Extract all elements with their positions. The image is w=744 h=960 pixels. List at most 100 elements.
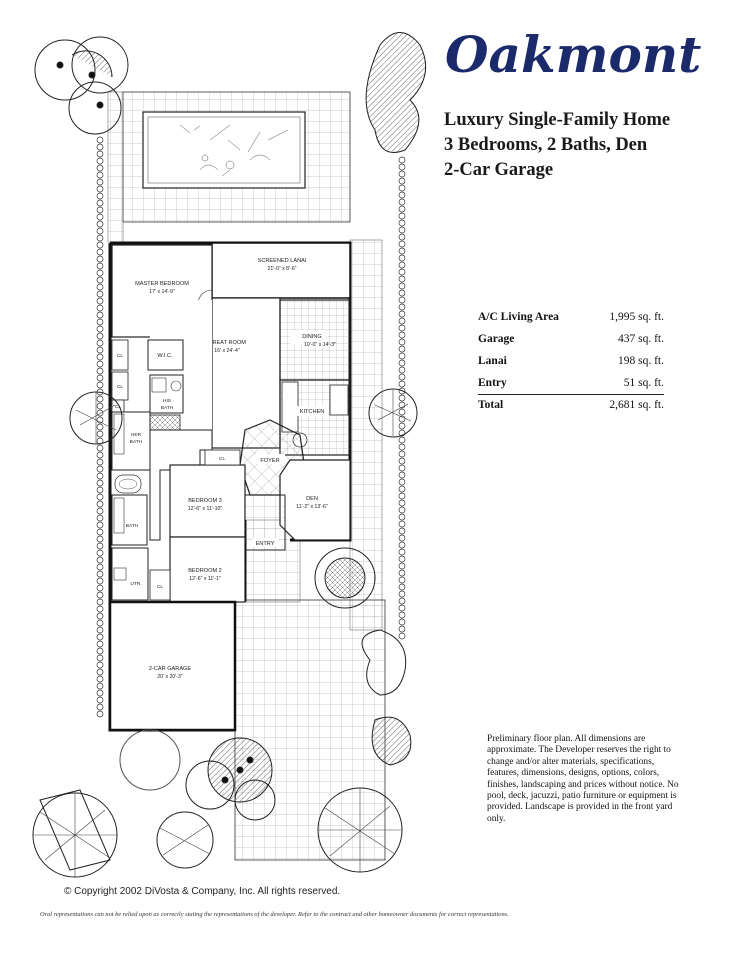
hedge-dot bbox=[398, 394, 406, 402]
hedge-dot bbox=[96, 703, 104, 711]
copyright: © Copyright 2002 DiVosta & Company, Inc.… bbox=[64, 886, 341, 897]
hedge-dot bbox=[398, 604, 406, 612]
hedge-dot bbox=[96, 227, 104, 235]
hedge-dot bbox=[96, 675, 104, 683]
hedge-dot bbox=[96, 710, 104, 718]
area-label: Lanai bbox=[478, 355, 507, 367]
hedge-dot bbox=[96, 556, 104, 564]
hedge-dot bbox=[96, 577, 104, 585]
hedge-dot bbox=[398, 576, 406, 584]
area-value: 51 sq. ft. bbox=[623, 377, 664, 389]
hedge-dot bbox=[96, 605, 104, 613]
hedge-dot bbox=[96, 164, 104, 172]
screened-lanai bbox=[211, 242, 351, 299]
hedge-dot bbox=[398, 471, 406, 479]
hedge-dot bbox=[96, 444, 104, 452]
hedge-dot bbox=[398, 191, 406, 199]
hedge-dot bbox=[96, 248, 104, 256]
hedge-dot bbox=[398, 317, 406, 325]
subtitle-line-2: 3 Bedrooms, 2 Baths, Den bbox=[444, 135, 648, 155]
hedge-dot bbox=[96, 171, 104, 179]
hedge-dot bbox=[398, 338, 406, 346]
hedge-dot bbox=[398, 240, 406, 248]
closet-label-5: CL bbox=[157, 584, 163, 590]
hedge-dot bbox=[398, 478, 406, 486]
hedge-dot bbox=[398, 310, 406, 318]
hedge-dot bbox=[398, 296, 406, 304]
hedge-dot bbox=[398, 583, 406, 591]
his-bath-label: HIS bbox=[163, 398, 171, 404]
hedge-dot bbox=[96, 339, 104, 347]
hedge-dot bbox=[96, 619, 104, 627]
hedge-dot bbox=[398, 590, 406, 598]
hedge-dot bbox=[398, 555, 406, 563]
hedge-dot bbox=[96, 591, 104, 599]
foyer-label: FOYER bbox=[260, 458, 279, 464]
garage-dim: 20' x 20'-3" bbox=[157, 674, 183, 680]
hedge-dot bbox=[96, 458, 104, 466]
hedge-dot bbox=[96, 283, 104, 291]
wic-label: W.I.C. bbox=[157, 353, 173, 359]
hedge-dot bbox=[96, 255, 104, 263]
hedge-dot bbox=[398, 212, 406, 220]
kitchen-label: KITCHEN bbox=[300, 409, 325, 415]
lanai-dim: 21'-0" x 8'-6" bbox=[267, 266, 296, 272]
hedge-dot bbox=[96, 297, 104, 305]
hedge-dot bbox=[96, 381, 104, 389]
hedge-dot bbox=[96, 542, 104, 550]
area-value: 1,995 sq. ft. bbox=[609, 311, 664, 323]
hedge-dot bbox=[96, 185, 104, 193]
hedge-dot bbox=[96, 549, 104, 557]
hedge-dot bbox=[96, 654, 104, 662]
her-bath-label: HER bbox=[131, 432, 142, 438]
hedge-dot bbox=[398, 625, 406, 633]
dining-label: DINING bbox=[302, 334, 322, 340]
closet-label-1: CL bbox=[117, 353, 123, 359]
hedge-dot bbox=[398, 226, 406, 234]
hedge-dot bbox=[96, 304, 104, 312]
hedge-dot bbox=[96, 528, 104, 536]
hedge-dot bbox=[398, 233, 406, 241]
walk-in-closet bbox=[147, 339, 184, 371]
hedge-dot bbox=[398, 562, 406, 570]
hedge-dot bbox=[96, 199, 104, 207]
den-dim: 11'-2" x 13'-6" bbox=[296, 504, 328, 510]
den bbox=[279, 459, 351, 541]
area-value: 437 sq. ft. bbox=[618, 333, 664, 345]
great-room-label: GREAT ROOM bbox=[208, 340, 246, 346]
area-total-row: Total 2,681 sq. ft. bbox=[478, 394, 664, 415]
hedge-dot bbox=[398, 485, 406, 493]
hedge-dot bbox=[398, 170, 406, 178]
her-bath-label-2: BATH bbox=[130, 439, 143, 445]
his-bath-label-2: BATH bbox=[161, 405, 174, 411]
hedge-dot bbox=[96, 136, 104, 144]
hedge-dot bbox=[398, 443, 406, 451]
hedge-dot bbox=[96, 668, 104, 676]
master-bedroom-label: MASTER BEDROOM bbox=[135, 281, 189, 287]
hedge-dot bbox=[96, 535, 104, 543]
hedge-dot bbox=[96, 507, 104, 515]
hedge-dot bbox=[398, 219, 406, 227]
hedge-dot bbox=[398, 569, 406, 577]
great-room-dim: 16' x 24'-4" bbox=[214, 348, 240, 354]
hedge-dot bbox=[96, 318, 104, 326]
hedge-dot bbox=[398, 268, 406, 276]
lanai-label: SCREENED LANAI bbox=[258, 258, 307, 264]
hedge-dot bbox=[398, 163, 406, 171]
hedge-dot bbox=[96, 612, 104, 620]
garage-label: 2-CAR GARAGE bbox=[149, 666, 192, 672]
hedge-dot bbox=[96, 311, 104, 319]
bedroom3-label: BEDROOM 3 bbox=[188, 498, 222, 504]
hedge-dot bbox=[96, 500, 104, 508]
hedge-dot bbox=[96, 493, 104, 501]
area-value: 198 sq. ft. bbox=[618, 355, 664, 367]
hedge-dot bbox=[398, 422, 406, 430]
hedge-dot bbox=[398, 408, 406, 416]
hedge-dot bbox=[96, 367, 104, 375]
hedge-dot bbox=[96, 178, 104, 186]
hedge-dot bbox=[96, 570, 104, 578]
trees bbox=[32, 32, 427, 878]
hedge-dot bbox=[398, 261, 406, 269]
hedge-dot bbox=[398, 366, 406, 374]
fineprint: Oral representations can not be relied u… bbox=[40, 911, 509, 918]
